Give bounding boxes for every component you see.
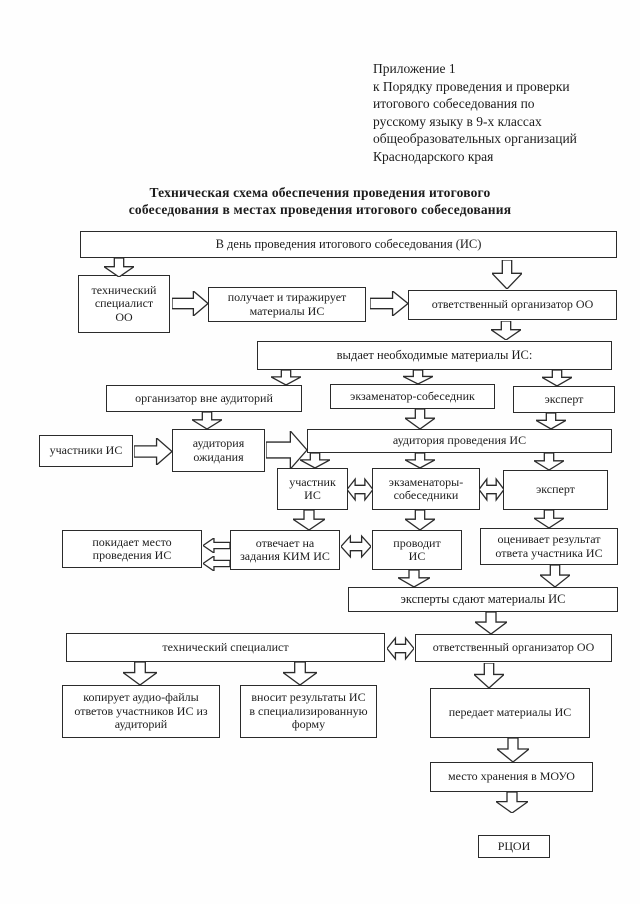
arrow-down-icon — [491, 321, 521, 340]
node-examiners-interlocutors: экзаменаторы- собеседники — [372, 468, 480, 510]
arrow-down-icon — [283, 662, 317, 685]
arrow-left-icon — [203, 556, 230, 571]
node-transfers-materials: передает материалы ИС — [430, 688, 590, 738]
node-organizer-outside-rooms: организатор вне аудиторий — [106, 385, 302, 412]
node-receives-materials: получает и тиражирует материалы ИС — [208, 287, 366, 322]
arrow-right-icon — [172, 291, 208, 316]
arrow-down-icon — [104, 258, 134, 277]
node-expert-mid: эксперт — [503, 470, 608, 510]
arrow-down-icon — [398, 570, 430, 587]
arrow-right-icon — [134, 438, 172, 465]
arrow-down-icon — [405, 453, 435, 468]
arrow-down-icon — [536, 413, 566, 429]
arrow-down-icon — [496, 792, 528, 813]
arrow-down-icon — [492, 260, 522, 289]
node-banner-day: В день проведения итогового собеседовани… — [80, 231, 617, 258]
node-responsible-organizer-1: ответственный организатор ОО — [408, 290, 617, 320]
node-tech-specialist: технический специалист — [66, 633, 385, 662]
node-experts-submit-materials: эксперты сдают материалы ИС — [348, 587, 618, 612]
arrow-down-icon — [475, 612, 507, 634]
node-issues-materials: выдает необходимые материалы ИС: — [257, 341, 612, 370]
arrow-down-icon — [542, 370, 572, 386]
node-enters-results: вносит результаты ИС в специализированну… — [240, 685, 377, 738]
arrow-double-horizontal-icon — [387, 636, 414, 661]
arrow-down-icon — [192, 412, 222, 429]
arrow-down-icon — [405, 409, 435, 429]
arrow-down-icon — [271, 370, 301, 385]
arrow-down-icon — [474, 663, 504, 688]
arrow-double-horizontal-icon — [347, 477, 373, 502]
node-conducts-is: проводит ИС — [372, 530, 462, 570]
node-copies-audio-files: копирует аудио-файлы ответов участников … — [62, 685, 220, 738]
node-conduct-room: аудитория проведения ИС — [307, 429, 612, 453]
arrow-down-icon — [534, 510, 564, 528]
node-evaluates-result: оценивает результат ответа участника ИС — [480, 528, 618, 565]
arrow-right-icon — [266, 431, 307, 469]
node-answers-kim: отвечает на задания КИМ ИС — [230, 530, 340, 570]
node-tech-specialist-oo: технический специалист ОО — [78, 275, 170, 333]
arrow-down-icon — [123, 662, 157, 685]
arrow-down-icon — [403, 370, 433, 384]
node-storage-moyo: место хранения в МОУО — [430, 762, 593, 792]
node-waiting-room: аудитория ожидания — [172, 429, 265, 472]
diagram-title: Техническая схема обеспечения проведения… — [128, 185, 512, 217]
node-expert-top: эксперт — [513, 386, 615, 413]
node-examiner-interlocutor: экзаменатор-собеседник — [330, 384, 495, 409]
node-participant-is: участник ИС — [277, 468, 348, 510]
node-leaves-place: покидает место проведения ИС — [62, 530, 202, 568]
annex-header: Приложение 1 к Порядку проведения и пров… — [373, 61, 577, 164]
node-responsible-organizer-2: ответственный организатор ОО — [415, 634, 612, 662]
node-participants-is: участники ИС — [39, 435, 133, 467]
node-rcoi: РЦОИ — [478, 835, 550, 858]
arrow-down-icon — [534, 453, 564, 470]
arrow-down-icon — [497, 738, 529, 762]
arrow-down-icon — [293, 510, 325, 530]
arrow-down-icon — [300, 453, 330, 468]
arrow-down-icon — [405, 510, 435, 530]
arrow-right-icon — [370, 291, 408, 316]
arrow-double-horizontal-icon — [479, 477, 504, 502]
arrow-left-icon — [203, 538, 230, 553]
arrow-double-horizontal-icon — [341, 534, 371, 559]
arrow-down-icon — [540, 565, 570, 587]
